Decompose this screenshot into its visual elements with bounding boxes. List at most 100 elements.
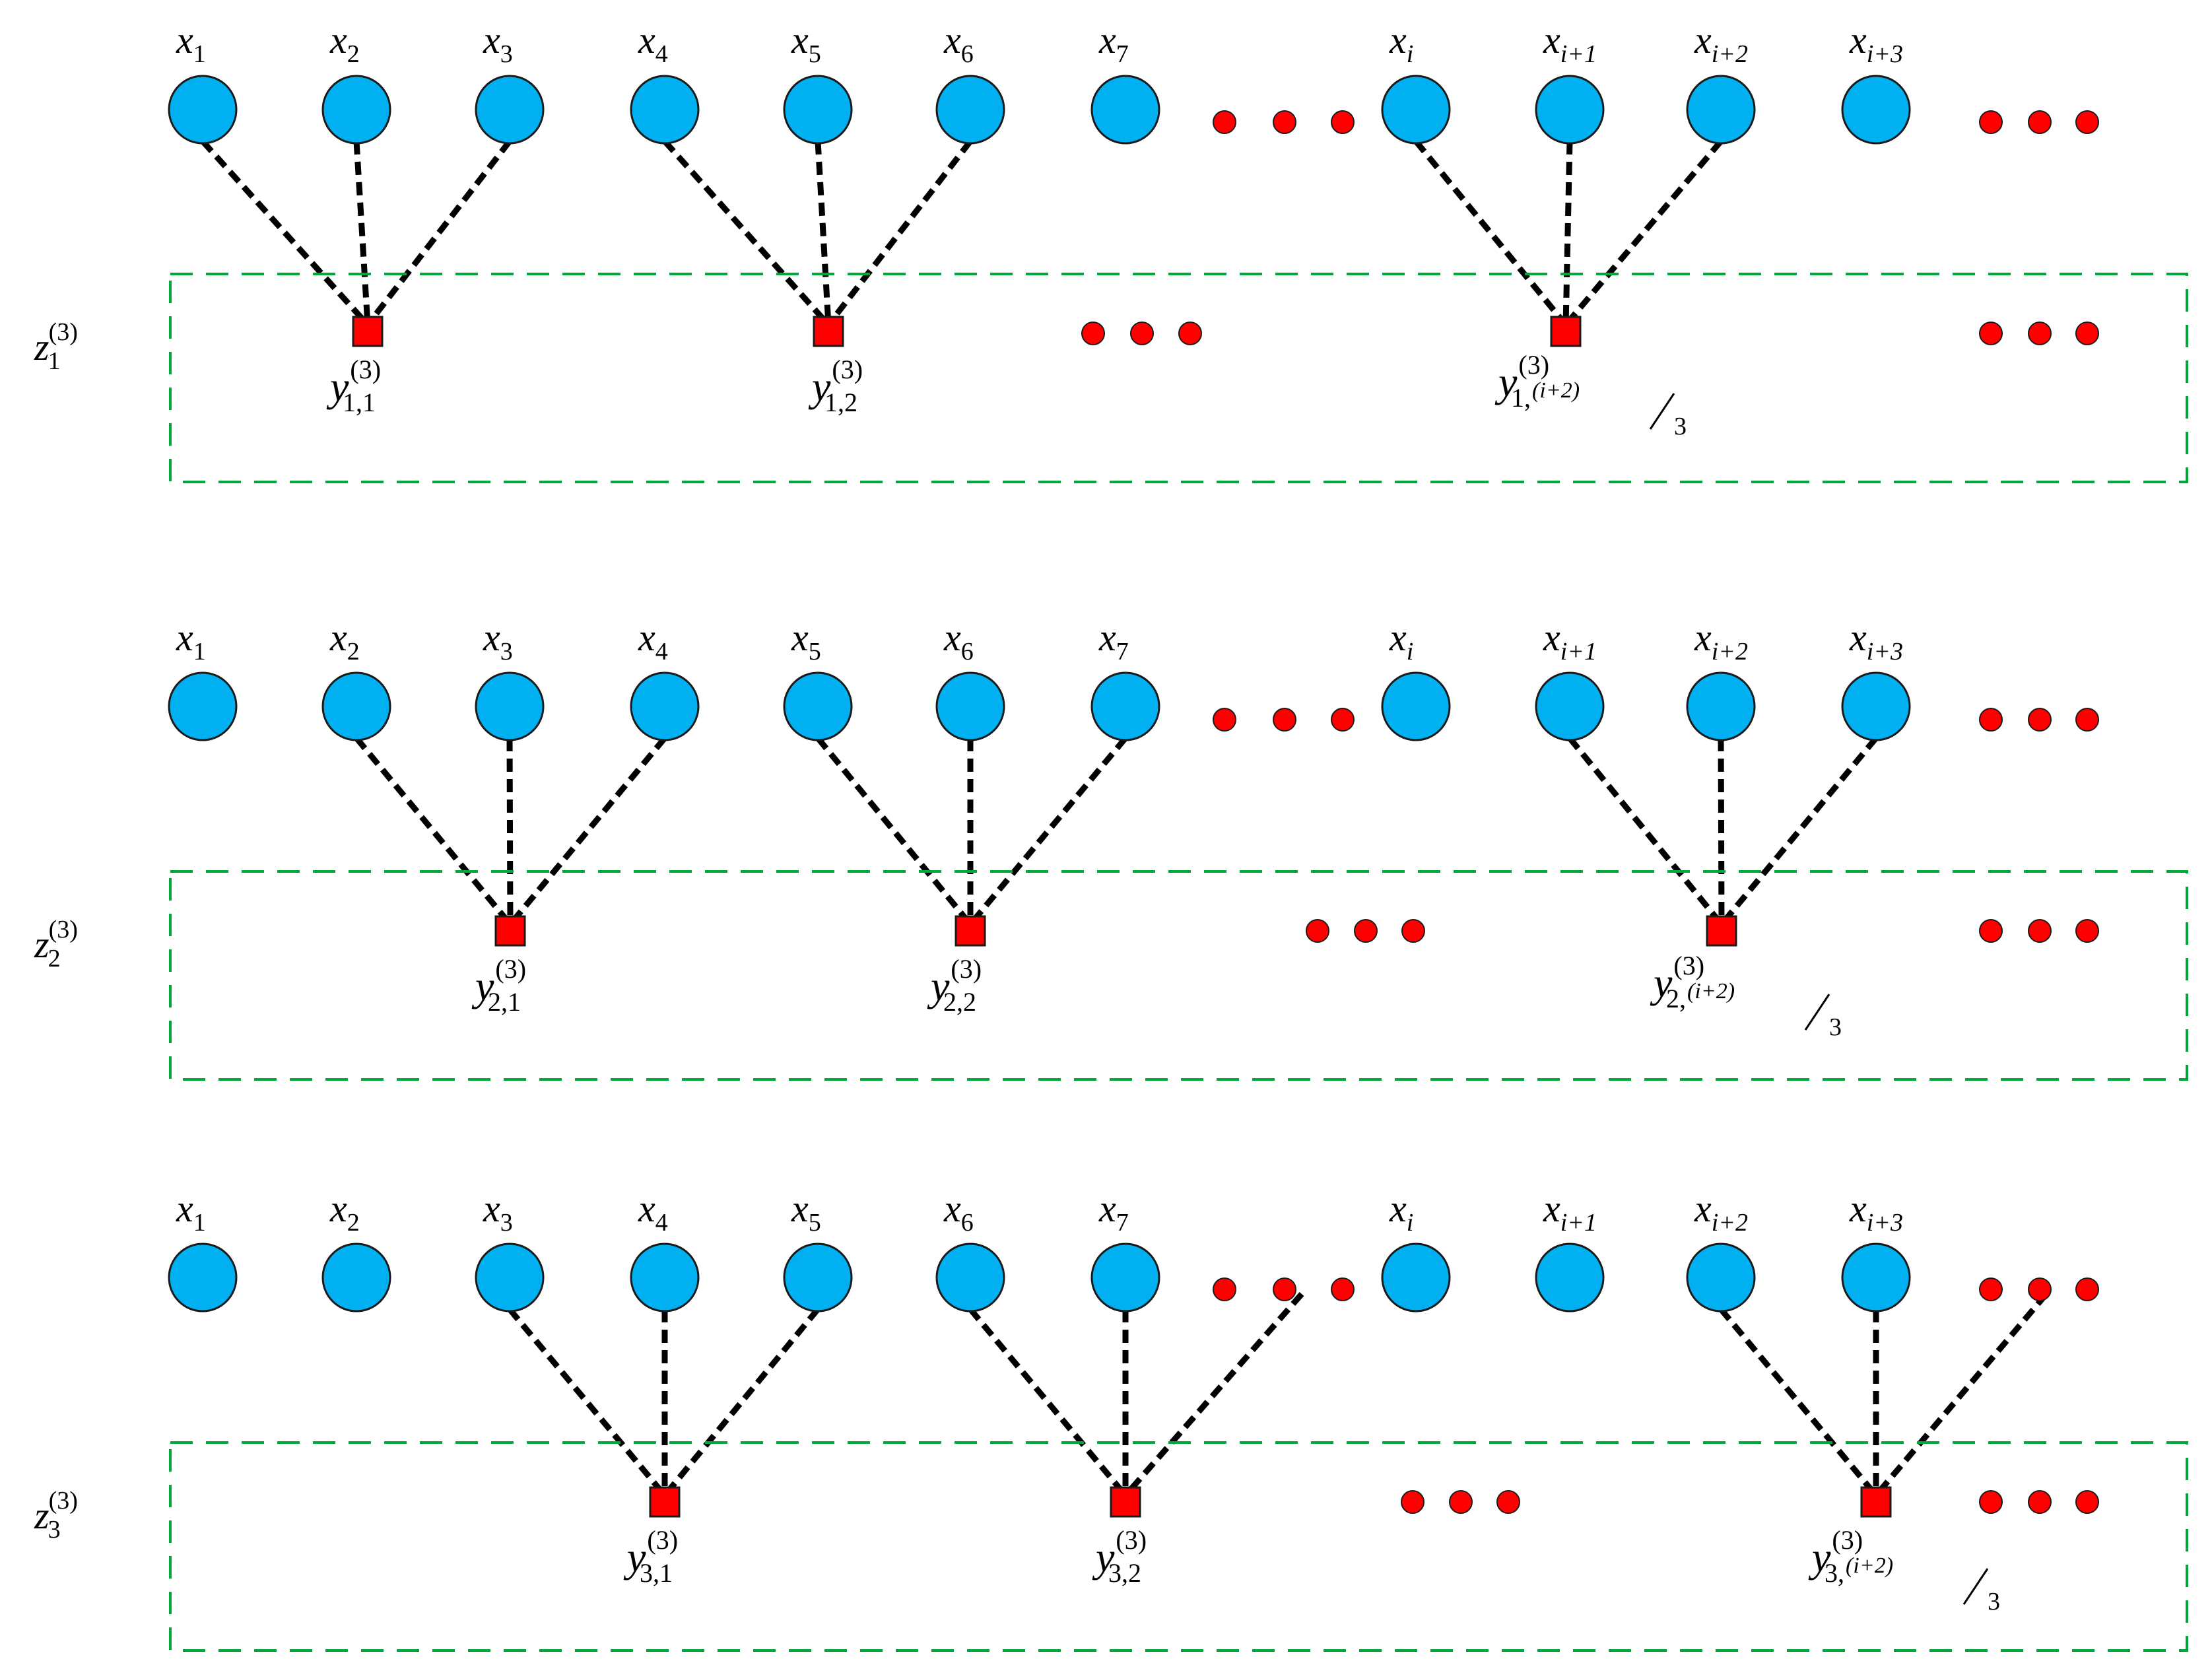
node-x7 <box>1090 671 1160 741</box>
ellipsis-dot <box>1331 110 1355 134</box>
ellipsis-dot <box>1213 1277 1236 1301</box>
x-label-xi+2: xi+2 <box>1694 1187 1748 1237</box>
x-label-xi+3: xi+3 <box>1849 1187 1903 1237</box>
edge-y3-xi+2 <box>1718 1307 1879 1497</box>
ellipsis-dot <box>1979 1490 2003 1514</box>
node-xi <box>1381 1243 1451 1312</box>
node-xi+3 <box>1841 75 1911 145</box>
ellipsis-dot <box>1273 1277 1296 1301</box>
x-label-x6: x6 <box>943 18 974 68</box>
ellipsis-dot <box>1273 110 1296 134</box>
node-xi+3 <box>1841 671 1911 741</box>
edge-y2-x5 <box>815 141 832 325</box>
edge-y3-xi+2 <box>1563 139 1724 327</box>
x-label-x7: x7 <box>1098 616 1129 665</box>
ellipsis-dot <box>1081 322 1105 345</box>
x-label-xi+3: xi+3 <box>1849 18 1903 68</box>
edge-y1-x4 <box>508 736 667 926</box>
ellipsis-dot <box>1979 708 2003 732</box>
group-box <box>169 870 2188 1081</box>
x-label-x4: x4 <box>638 1187 668 1237</box>
x-label-x1: x1 <box>176 1187 206 1237</box>
ellipsis-dot <box>1449 1490 1473 1514</box>
y-label: y(3)1,(i+2) <box>1494 350 1580 413</box>
x-label-x2: x2 <box>329 18 360 68</box>
y-node <box>1706 915 1737 947</box>
node-x5 <box>783 671 853 741</box>
edges-row-3 <box>507 1292 2049 1497</box>
fraction-slash <box>1804 994 1830 1031</box>
node-x5 <box>783 1243 853 1312</box>
y-node <box>649 1486 681 1518</box>
node-x7 <box>1090 75 1160 145</box>
edge-y2-x5 <box>815 736 973 926</box>
ellipsis-dot <box>2075 708 2099 732</box>
node-xi+1 <box>1535 1243 1605 1312</box>
x-label-x6: x6 <box>943 1187 974 1237</box>
node-x1 <box>168 1243 238 1312</box>
edge-y3-xi <box>1413 139 1568 327</box>
ellipsis-dot <box>2075 110 2099 134</box>
ellipsis-dot <box>1979 919 2003 943</box>
z-label: z1(3) <box>34 318 78 375</box>
x-label-x3: x3 <box>483 616 513 665</box>
x-label-x4: x4 <box>638 18 668 68</box>
node-x1 <box>168 75 238 145</box>
x-label-x3: x3 <box>483 1187 513 1237</box>
x-label-x1: x1 <box>176 18 206 68</box>
edge-y3-xi+2 <box>1718 737 1725 925</box>
edge-y1-x2 <box>353 141 371 325</box>
ellipsis-dot <box>1130 322 1154 345</box>
ellipsis-dot <box>2028 708 2052 732</box>
x-label-xi+2: xi+2 <box>1694 616 1748 665</box>
node-xi+2 <box>1686 75 1756 145</box>
z-label: z2(3) <box>34 916 78 972</box>
nodes-row-2 <box>168 671 2099 741</box>
fraction-denominator: 3 <box>1988 1588 2000 1616</box>
x-label-xi: xi <box>1389 18 1413 68</box>
node-x2 <box>321 75 391 145</box>
node-x4 <box>630 1243 700 1312</box>
ellipsis-dot <box>1401 1490 1424 1514</box>
ellipsis-dot <box>2028 919 2052 943</box>
edge-y2-x6 <box>968 1307 1128 1497</box>
y-label: y(3)3,2 <box>1092 1525 1147 1588</box>
edge-y3-ellipsis <box>1873 1292 2049 1497</box>
x-label-xi+3: xi+3 <box>1849 616 1903 665</box>
node-x5 <box>783 75 853 145</box>
edge-y2-ellipsis <box>1123 1292 1304 1497</box>
edge-y3-xi+3 <box>1719 736 1879 926</box>
edge-y1-x3 <box>507 1307 667 1497</box>
group-box <box>169 1441 2188 1652</box>
edges-row-1 <box>200 139 1724 327</box>
ellipsis-dot <box>2075 322 2099 345</box>
nodes-row-3 <box>168 1243 2099 1312</box>
node-xi+1 <box>1535 671 1605 741</box>
x-label-xi+1: xi+1 <box>1543 18 1597 68</box>
fraction-denominator: 3 <box>1674 413 1687 440</box>
node-xi+2 <box>1686 671 1756 741</box>
node-x3 <box>475 75 545 145</box>
node-x2 <box>321 1243 391 1312</box>
x-label-x7: x7 <box>1098 18 1129 68</box>
x-label-xi+1: xi+1 <box>1543 1187 1597 1237</box>
x-label-x6: x6 <box>943 616 974 665</box>
ellipsis-dot <box>1354 919 1378 943</box>
y-label: y(3)2,2 <box>927 954 982 1017</box>
ellipsis-dot <box>2028 322 2052 345</box>
edge-y3-xi+1 <box>1562 141 1573 325</box>
z-label: z3(3) <box>34 1487 78 1544</box>
edge-y2-x4 <box>662 139 831 327</box>
x-label-x5: x5 <box>791 1187 821 1237</box>
edge-y1-x3 <box>365 139 512 327</box>
group-box <box>169 273 2188 483</box>
x-label-xi+2: xi+2 <box>1694 18 1748 68</box>
ellipsis-dot <box>2075 919 2099 943</box>
node-x6 <box>935 1243 1005 1312</box>
ellipsis-dot <box>1273 708 1296 732</box>
